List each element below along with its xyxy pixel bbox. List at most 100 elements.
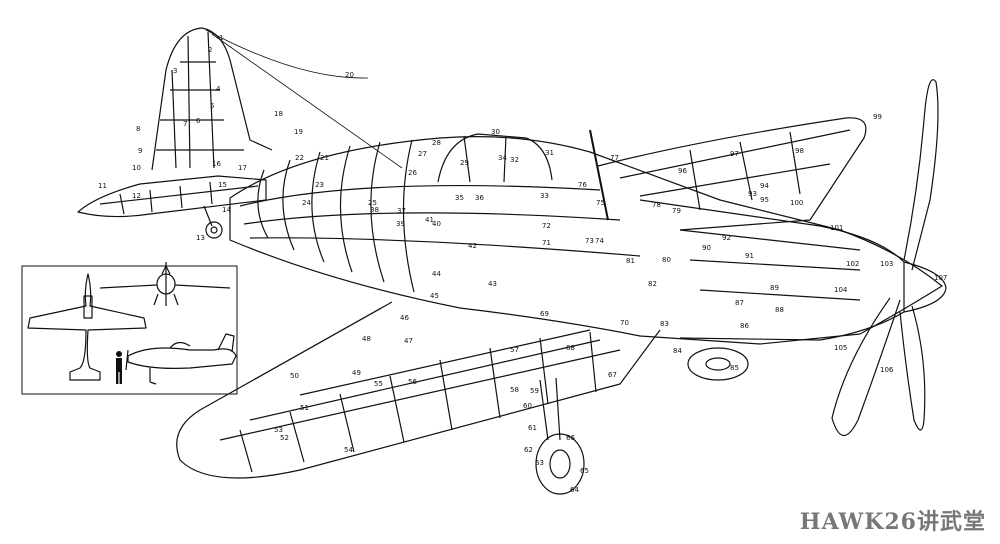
callout-number: 73 bbox=[585, 237, 594, 245]
callout-number: 31 bbox=[545, 149, 554, 157]
callout-number: 16 bbox=[212, 160, 221, 168]
callout-number: 4 bbox=[216, 85, 221, 93]
front-view bbox=[99, 262, 231, 306]
callout-number: 53 bbox=[274, 426, 283, 434]
callout-number: 76 bbox=[578, 181, 587, 189]
callout-number: 95 bbox=[760, 196, 769, 204]
callout-number: 14 bbox=[222, 206, 231, 214]
callout-number: 34 bbox=[498, 154, 507, 162]
callout-number: 55 bbox=[374, 380, 383, 388]
callout-number: 72 bbox=[542, 222, 551, 230]
callout-number: 18 bbox=[274, 110, 283, 118]
callout-number: 30 bbox=[491, 128, 500, 136]
plan-view bbox=[27, 273, 147, 381]
callout-number: 5 bbox=[210, 102, 214, 110]
callout-number: 89 bbox=[770, 284, 779, 292]
callout-number: 46 bbox=[400, 314, 409, 322]
callout-number: 48 bbox=[362, 335, 371, 343]
callout-number: 82 bbox=[648, 280, 657, 288]
callout-number: 103 bbox=[880, 260, 893, 268]
callout-number: 54 bbox=[344, 446, 353, 454]
callout-number: 43 bbox=[488, 280, 497, 288]
callout-number: 98 bbox=[795, 147, 804, 155]
callout-number: 61 bbox=[528, 424, 537, 432]
callout-number: 37 bbox=[397, 207, 406, 215]
callout-number: 91 bbox=[745, 252, 754, 260]
watermark: HAWK26讲武堂 bbox=[799, 509, 986, 535]
callout-number: 107 bbox=[934, 274, 947, 282]
callout-number: 65 bbox=[580, 467, 589, 475]
callout-number: 64 bbox=[570, 486, 579, 494]
callout-number: 50 bbox=[290, 372, 299, 380]
callout-number: 21 bbox=[320, 154, 329, 162]
callout-number: 49 bbox=[352, 369, 361, 377]
propeller bbox=[831, 79, 939, 437]
callout-number: 19 bbox=[294, 128, 303, 136]
callout-number: 100 bbox=[790, 199, 803, 207]
callout-number: 86 bbox=[740, 322, 749, 330]
callout-number: 93 bbox=[748, 190, 757, 198]
callout-number: 28 bbox=[432, 139, 441, 147]
callout-number: 99 bbox=[873, 113, 882, 121]
callout-number: 12 bbox=[132, 192, 141, 200]
callout-number: 52 bbox=[280, 434, 289, 442]
callout-number: 88 bbox=[775, 306, 784, 314]
callout-number: 94 bbox=[760, 182, 769, 190]
callout-number: 24 bbox=[302, 199, 311, 207]
callout-number: 69 bbox=[540, 310, 549, 318]
callout-number: 102 bbox=[846, 260, 859, 268]
callout-number: 71 bbox=[542, 239, 551, 247]
callout-number: 11 bbox=[98, 182, 107, 190]
callout-number: 2 bbox=[208, 46, 212, 54]
callout-number: 62 bbox=[524, 446, 533, 454]
callout-number: 8 bbox=[136, 125, 140, 133]
callout-number: 87 bbox=[735, 299, 744, 307]
callout-number: 84 bbox=[673, 347, 682, 355]
callout-number: 78 bbox=[652, 201, 661, 209]
callout-number: 97 bbox=[730, 150, 739, 158]
callout-number: 68 bbox=[566, 344, 575, 352]
callout-number: 23 bbox=[315, 181, 324, 189]
callout-number: 70 bbox=[620, 319, 629, 327]
callout-number: 105 bbox=[834, 344, 847, 352]
tail-wheel bbox=[203, 205, 223, 239]
callout-number: 101 bbox=[830, 224, 843, 232]
callout-number: 20 bbox=[345, 71, 354, 79]
fuselage bbox=[229, 136, 943, 345]
callout-number: 17 bbox=[238, 164, 247, 172]
side-view bbox=[125, 333, 237, 385]
scale-figure bbox=[116, 351, 122, 384]
callout-number: 74 bbox=[595, 237, 604, 245]
callout-number: 79 bbox=[672, 207, 681, 215]
callout-number: 33 bbox=[540, 192, 549, 200]
callout-number: 40 bbox=[432, 220, 441, 228]
callout-number: 39 bbox=[396, 220, 405, 228]
callout-number: 9 bbox=[138, 147, 142, 155]
callout-number: 60 bbox=[523, 402, 532, 410]
callout-number: 27 bbox=[418, 150, 427, 158]
callout-number: 59 bbox=[530, 387, 539, 395]
callout-number: 57 bbox=[510, 346, 519, 354]
callout-number: 81 bbox=[626, 257, 635, 265]
callout-number: 75 bbox=[596, 199, 605, 207]
callout-number: 41 bbox=[425, 216, 434, 224]
callout-number: 26 bbox=[408, 169, 417, 177]
callout-number: 63 bbox=[535, 459, 544, 467]
callout-number: 42 bbox=[468, 242, 477, 250]
callout-number: 7 bbox=[183, 120, 187, 128]
callout-number: 1 bbox=[219, 34, 223, 42]
callout-number: 51 bbox=[300, 404, 309, 412]
callout-number: 58 bbox=[510, 386, 519, 394]
callout-number: 15 bbox=[218, 181, 227, 189]
callout-number: 83 bbox=[660, 320, 669, 328]
callout-number: 6 bbox=[196, 117, 201, 125]
callout-number: 85 bbox=[730, 364, 739, 372]
callout-number: 66 bbox=[566, 434, 575, 442]
callout-number: 3 bbox=[173, 67, 177, 75]
callout-number: 90 bbox=[702, 244, 711, 252]
right-wing bbox=[597, 117, 867, 231]
tailplane bbox=[77, 175, 267, 218]
